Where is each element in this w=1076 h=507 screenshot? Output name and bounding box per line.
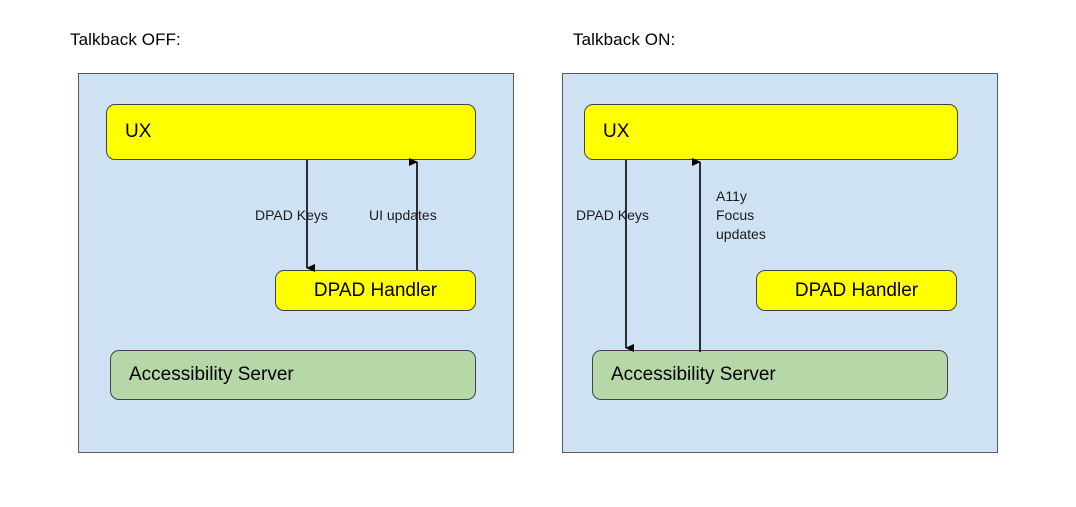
edge-label-ui-updates-off: UI updates <box>369 207 437 223</box>
node-ux-off[interactable]: UX <box>106 104 476 160</box>
node-dpad-handler-off-label: DPAD Handler <box>313 279 438 301</box>
node-dpad-handler-on-label: DPAD Handler <box>794 279 919 301</box>
edge-label-dpad-keys-on: DPAD Keys <box>576 207 649 223</box>
node-dpad-handler-on[interactable]: DPAD Handler <box>756 270 957 311</box>
node-accessibility-server-off[interactable]: Accessibility Server <box>110 350 476 400</box>
node-ux-on-label: UX <box>603 121 630 142</box>
node-accessibility-server-off-label: Accessibility Server <box>129 364 294 385</box>
panel-title-talkback-on: Talkback ON: <box>573 30 676 49</box>
edge-label-a11y-line-3: updates <box>716 226 766 242</box>
panel-title-talkback-off: Talkback OFF: <box>70 30 181 49</box>
edge-label-a11y-line-1: A11y <box>716 188 747 204</box>
edge-label-dpad-keys-off: DPAD Keys <box>255 207 328 223</box>
edge-label-a11y-line-2: Focus <box>716 207 755 223</box>
node-ux-on[interactable]: UX <box>584 104 958 160</box>
node-accessibility-server-on[interactable]: Accessibility Server <box>592 350 948 400</box>
node-ux-off-label: UX <box>125 121 152 142</box>
edge-label-a11y-focus-updates-on: A11y Focus updates <box>716 187 766 244</box>
node-accessibility-server-on-label: Accessibility Server <box>611 364 776 385</box>
node-dpad-handler-off[interactable]: DPAD Handler <box>275 270 476 311</box>
